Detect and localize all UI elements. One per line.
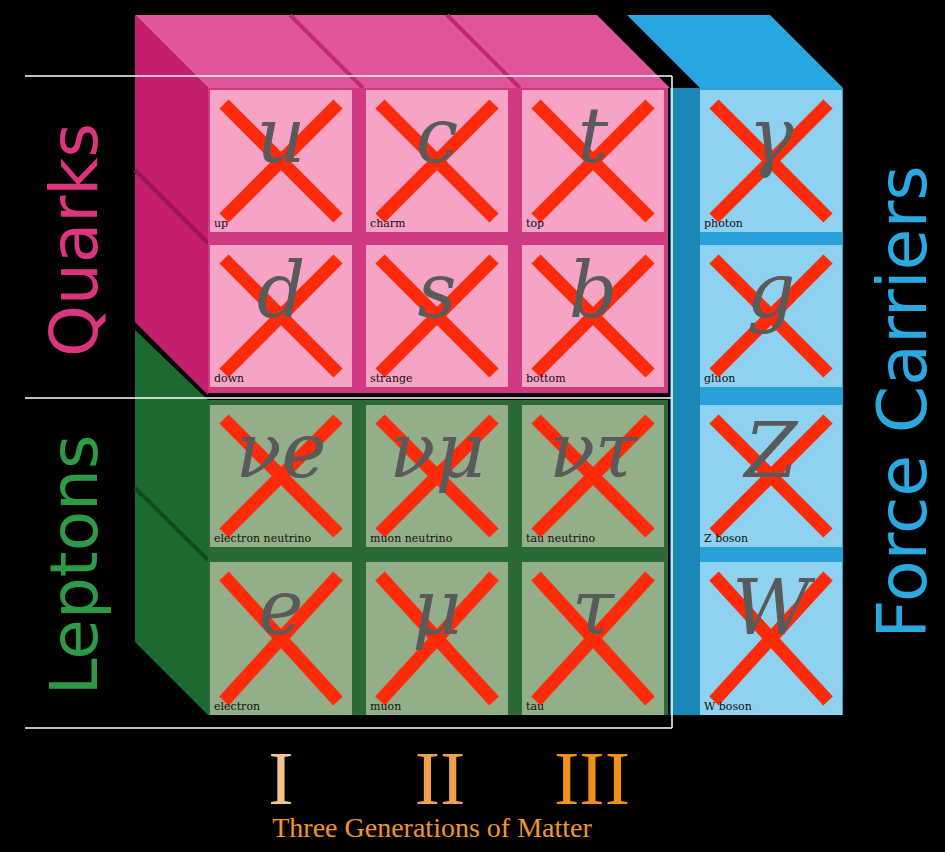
particle-symbol: νe <box>210 413 352 489</box>
particle-name: tau <box>526 701 544 713</box>
particle-symbol: γ <box>700 98 842 174</box>
particle-symbol: W <box>700 570 842 646</box>
cube-face <box>522 562 664 715</box>
cube-face <box>700 245 842 387</box>
particle-cell: τ tau <box>522 562 664 715</box>
particle-name: tau neutrino <box>526 533 595 545</box>
particle-name: strange <box>370 373 413 385</box>
particle-name: W boson <box>704 701 752 713</box>
cube-face <box>210 405 352 547</box>
particle-symbol: μ <box>366 570 508 646</box>
cube-face <box>210 90 352 232</box>
particle-name: muon <box>370 701 401 713</box>
particle-name: down <box>214 373 244 385</box>
particle-symbol: e <box>210 570 352 646</box>
particle-name: Z boson <box>704 533 748 545</box>
cube-face <box>366 245 508 387</box>
particle-cell: t top <box>522 90 664 232</box>
particle-name: bottom <box>526 373 566 385</box>
particle-cell: νμ muon neutrino <box>366 405 508 547</box>
particle-name: gluon <box>704 373 735 385</box>
particle-symbol: g <box>700 253 842 329</box>
group-label: Quarks <box>42 123 108 357</box>
particle-symbol: ντ <box>522 413 664 489</box>
particle-cell: g gluon <box>700 245 842 387</box>
particle-cell: b bottom <box>522 245 664 387</box>
generation-numeral: II <box>415 740 466 816</box>
cube-face <box>366 405 508 547</box>
axis-caption: Three Generations of Matter <box>272 814 592 842</box>
particle-cell: d down <box>210 245 352 387</box>
particle-cell: c charm <box>366 90 508 232</box>
particle-symbol: s <box>366 253 508 329</box>
particle-name: muon neutrino <box>370 533 452 545</box>
particle-symbol: νμ <box>366 413 508 489</box>
particle-symbol: u <box>210 98 352 174</box>
cube-face <box>522 245 664 387</box>
particle-cell: νe electron neutrino <box>210 405 352 547</box>
particle-symbol: Z <box>700 413 842 489</box>
particle-cell: γ photon <box>700 90 842 232</box>
particle-cell: u up <box>210 90 352 232</box>
particle-symbol: d <box>210 253 352 329</box>
particle-name: charm <box>370 218 406 230</box>
particle-cell: W W boson <box>700 562 842 715</box>
particle-name: electron neutrino <box>214 533 311 545</box>
particle-cell: s strange <box>366 245 508 387</box>
cube-face <box>210 562 352 715</box>
particle-name: up <box>214 218 228 230</box>
particle-symbol: t <box>522 98 664 174</box>
group-label: Force Carriers <box>869 165 937 639</box>
cube-face <box>700 90 842 232</box>
cube-face <box>522 405 664 547</box>
particle-cell: ντ tau neutrino <box>522 405 664 547</box>
cube-face <box>522 90 664 232</box>
particle-symbol: c <box>366 98 508 174</box>
generation-numeral: III <box>554 740 630 816</box>
particle-cell: μ muon <box>366 562 508 715</box>
particle-name: photon <box>704 218 743 230</box>
cube-face <box>366 562 508 715</box>
particle-name: top <box>526 218 544 230</box>
particle-symbol: b <box>522 253 664 329</box>
group-label: Leptons <box>42 435 108 696</box>
cube-face <box>366 90 508 232</box>
cube-face <box>700 562 842 715</box>
cube-face <box>210 245 352 387</box>
particle-name: electron <box>214 701 260 713</box>
particle-cell: e electron <box>210 562 352 715</box>
generation-numeral: I <box>268 740 293 816</box>
particle-symbol: τ <box>522 570 664 646</box>
cube-face <box>700 405 842 547</box>
particle-cell: Z Z boson <box>700 405 842 547</box>
